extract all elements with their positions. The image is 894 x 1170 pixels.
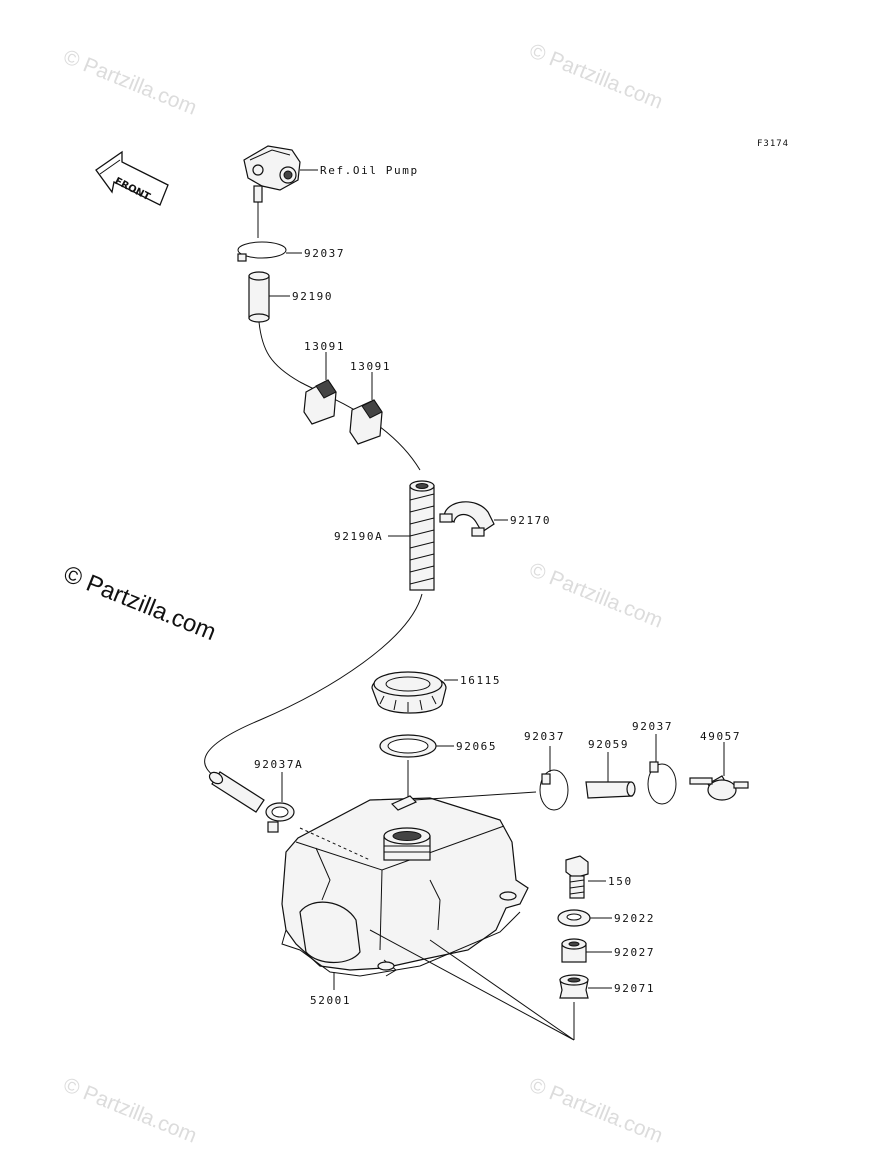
clamp-92037-right-b (647, 734, 677, 805)
label-clamp-top: 92037 (304, 247, 345, 260)
label-grommet: 92071 (614, 982, 655, 995)
bolt-150 (565, 855, 606, 899)
label-clamp-right-a: 92037 (524, 730, 565, 743)
hose-92059 (585, 752, 636, 799)
tank-52001 (281, 795, 529, 990)
hose-92190a (388, 480, 435, 591)
label-cap: 16115 (460, 674, 501, 687)
clamp-92037-right-a (539, 746, 569, 811)
gasket-92065 (379, 734, 454, 830)
label-clamp-right-b: 92037 (632, 720, 673, 733)
valve-13091-b (349, 372, 383, 445)
label-valve-b: 13091 (350, 360, 391, 373)
watermark-top-right: © Partzilla.com (526, 39, 666, 113)
clamp-92170 (439, 501, 508, 537)
watermark-bottom-right: © Partzilla.com (526, 1073, 666, 1147)
label-ref-oil-pump: Ref.Oil Pump (320, 164, 419, 177)
watermark-bottom-left: © Partzilla.com (60, 1073, 200, 1147)
watermark-mid-right: © Partzilla.com (526, 558, 666, 632)
grommet-92071 (559, 974, 612, 999)
label-washer: 92022 (614, 912, 655, 925)
label-hose-main: 92190A (334, 530, 383, 543)
watermark-top-left: © Partzilla.com (60, 45, 200, 119)
watermark-main: © Partzilla.com (60, 561, 220, 647)
label-breather: 49057 (700, 730, 741, 743)
front-arrow: FRONT (95, 150, 169, 206)
label-collar: 92027 (614, 946, 655, 959)
hose-left (208, 771, 265, 813)
collar-92027 (561, 938, 612, 963)
label-gasket: 92065 (456, 740, 497, 753)
cap-16115 (371, 671, 458, 714)
clamp-92037a (265, 772, 295, 833)
hose-92190 (248, 271, 290, 323)
label-hose-top: 92190 (292, 290, 333, 303)
washer-92022 (557, 909, 612, 927)
oil-pump (243, 145, 318, 203)
label-hose-vent: 92059 (588, 738, 629, 751)
breather-49057 (689, 742, 749, 801)
clamp-92037-top (237, 241, 302, 262)
label-bolt: 150 (608, 875, 633, 888)
valve-13091-a (303, 352, 337, 425)
label-valve-a: 13091 (304, 340, 345, 353)
label-tank: 52001 (310, 994, 351, 1007)
label-clamp-left: 92037A (254, 758, 303, 771)
figure-code: F3174 (757, 139, 789, 149)
label-clamp-hose: 92170 (510, 514, 551, 527)
